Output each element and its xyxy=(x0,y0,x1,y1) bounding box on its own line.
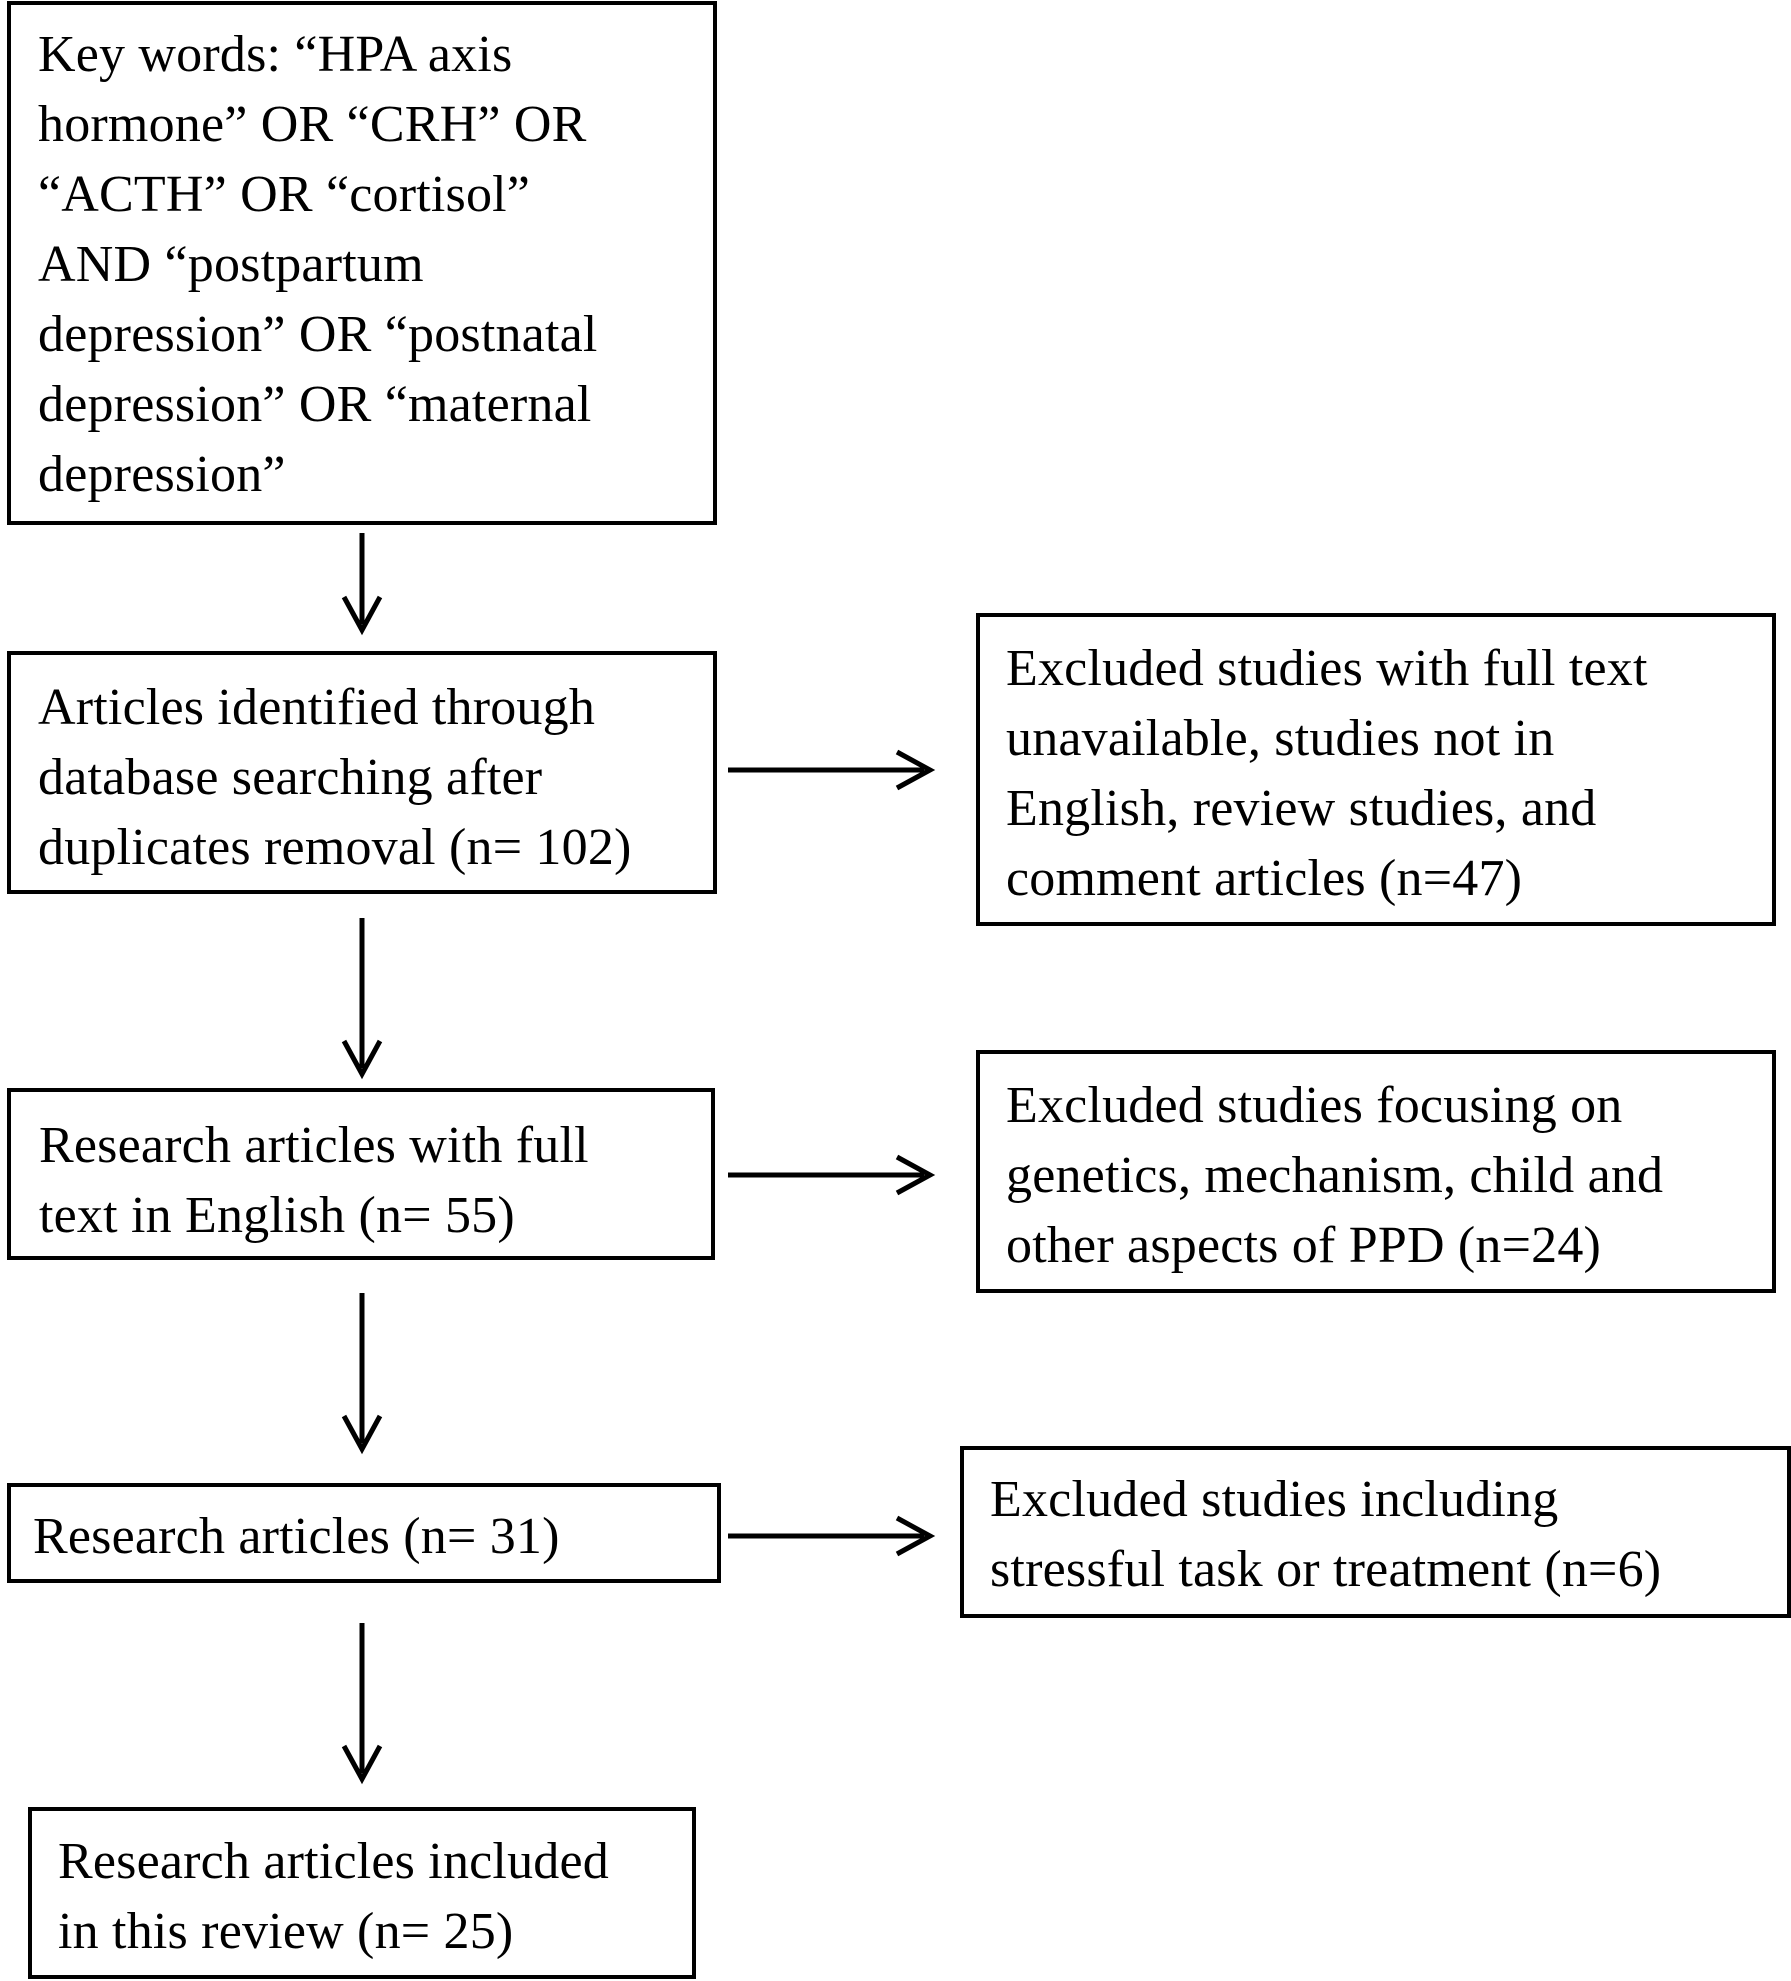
excluded-unavailable-line-1: Excluded studies with full text xyxy=(1006,640,1648,697)
excluded-stressful-line-1: Excluded studies including xyxy=(990,1471,1559,1528)
identified-line-3: duplicates removal (n= 102) xyxy=(38,819,632,876)
excluded-genetics-box: Excluded studies focusing on genetics, m… xyxy=(976,1050,1776,1293)
excluded-unavailable-line-4: comment articles (n=47) xyxy=(1006,850,1523,907)
full-text-line-1: Research articles with full xyxy=(39,1117,589,1174)
included-line-2: in this review (n= 25) xyxy=(58,1903,514,1960)
excluded-unavailable-line-2: unavailable, studies not in xyxy=(1006,710,1555,767)
excluded-genetics-line-2: genetics, mechanism, child and xyxy=(1006,1147,1664,1204)
identified-line-1: Articles identified through xyxy=(38,679,596,736)
included-line-1: Research articles included xyxy=(58,1833,609,1890)
full-text-box: Research articles with full text in Engl… xyxy=(7,1088,715,1260)
excluded-genetics-line-1: Excluded studies focusing on xyxy=(1006,1077,1623,1134)
right-arrow-3 xyxy=(728,1515,936,1557)
keywords-line-5: depression” OR “postnatal xyxy=(38,306,598,363)
excluded-unavailable-line-3: English, review studies, and xyxy=(1006,780,1597,837)
keywords-line-3: “ACTH” OR “cortisol” xyxy=(38,166,531,223)
keywords-line-7: depression” xyxy=(38,446,286,503)
keywords-line-4: AND “postpartum xyxy=(38,236,424,293)
included-box: Research articles included in this revie… xyxy=(28,1807,696,1979)
keywords-line-2: hormone” OR “CRH” OR xyxy=(38,96,587,153)
right-arrow-1 xyxy=(728,749,936,791)
research-articles-line-1: Research articles (n= 31) xyxy=(33,1508,560,1565)
down-arrow-3 xyxy=(341,1293,383,1455)
excluded-stressful-box: Excluded studies including stressful tas… xyxy=(960,1446,1791,1618)
full-text-line-2: text in English (n= 55) xyxy=(39,1187,515,1244)
excluded-stressful-line-2: stressful task or treatment (n=6) xyxy=(990,1541,1662,1598)
keywords-line-1: Key words: “HPA axis xyxy=(38,26,513,83)
down-arrow-1 xyxy=(341,533,383,636)
right-arrow-2 xyxy=(728,1154,936,1196)
excluded-genetics-line-3: other aspects of PPD (n=24) xyxy=(1006,1217,1602,1274)
identified-line-2: database searching after xyxy=(38,749,543,806)
down-arrow-4 xyxy=(341,1623,383,1785)
keywords-box: Key words: “HPA axis hormone” OR “CRH” O… xyxy=(7,1,717,525)
down-arrow-2 xyxy=(341,918,383,1080)
keywords-line-6: depression” OR “maternal xyxy=(38,376,592,433)
research-articles-box: Research articles (n= 31) xyxy=(7,1483,721,1583)
identified-box: Articles identified through database sea… xyxy=(7,651,717,894)
excluded-unavailable-box: Excluded studies with full text unavaila… xyxy=(976,613,1776,926)
